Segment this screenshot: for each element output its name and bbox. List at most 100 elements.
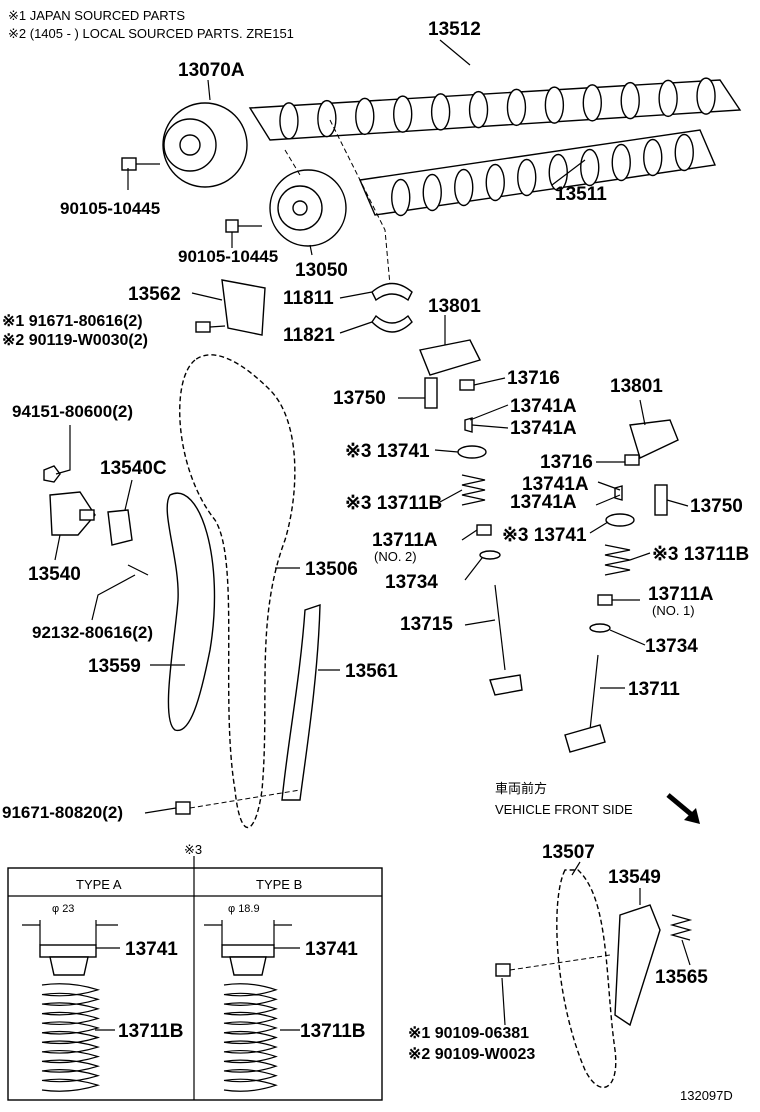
valve-spring-13711B-a [461,474,486,506]
cam-lobe [454,168,474,207]
cam-lobe [620,81,640,120]
cam-lobe [582,84,602,122]
label-13549: 13549 [608,867,661,888]
label-13716-b: 13716 [540,452,593,473]
cam-lobe [696,77,716,115]
type-b-spring [223,983,278,1092]
bearing-11811 [371,282,413,302]
camshaft-13512 [248,77,742,141]
label-11811: 11811 [283,288,334,309]
tensioner-spring-13565 [669,914,693,941]
cam-lobe [430,93,451,131]
label-13711A-b: 13711A [648,584,714,605]
camshaft-13511 [358,129,717,217]
label-13711A-b-sub: (NO. 1) [652,603,695,618]
label-13750-b: 13750 [690,496,743,517]
valve-keepers-a [464,417,473,433]
lash-adjuster-13750-b [654,484,668,516]
bolt-90105-a [121,157,160,171]
intake-valve-13711 [564,654,606,753]
chain-vibration-damper-13561 [281,604,321,801]
cam-lobe [422,173,442,212]
label-13801-b: 13801 [610,376,663,397]
label-91671-80616: ※1 91671-80616(2) [2,313,143,330]
valve-cap-13716-b [624,454,640,466]
rocker-arm-13801-b [629,419,679,459]
chain-tensioner-slipper-13559 [166,492,216,732]
label-13711A-a: 13711A [372,530,438,551]
label-13741A-2: 13741A [510,418,577,439]
cam-lobe [544,86,565,124]
lash-adjuster-13750-a [424,377,438,409]
cam-lobe [355,97,375,136]
label-type-a: TYPE A [76,877,122,892]
cam-lobe [611,143,631,182]
chain-tensioner-plate-13549 [614,904,661,1027]
label-90105-a: 90105-10445 [60,199,160,218]
label-13734-b: 13734 [645,636,698,657]
type-a-spring [41,983,101,1092]
label-92132-80616: 92132-80616(2) [32,623,153,642]
cam-lobe [393,95,413,133]
label-13559: 13559 [88,656,141,677]
spring-seat-13711A-a [476,524,492,536]
bolt-90105-b [225,219,262,233]
timing-chain-13506 [179,354,296,828]
bolt-91671-80616 [195,321,226,333]
rocker-arm-13801-a [419,339,481,376]
front-direction-arrow [666,793,700,824]
label-13801-a: 13801 [428,296,481,317]
chain-guide-bracket-13562 [221,279,266,336]
label-13507: 13507 [542,842,595,863]
label-diagram-code: 132097D [680,1088,733,1103]
note-japan-sourced: ※1 JAPAN SOURCED PARTS [8,8,185,23]
label-13711B-a: ※3 13711B [345,493,442,514]
label-13711: 13711 [628,679,680,700]
label-dim-a: φ 23 [52,903,74,915]
exhaust-valve-13715 [489,584,523,696]
spring-coil [223,983,278,1092]
vvt-sprocket-13070A [162,102,248,188]
valve-spring-13711B-b [604,544,631,576]
label-13562: 13562 [128,284,181,305]
label-type-b: TYPE B [256,877,302,892]
label-dim-b: φ 18.9 [228,903,260,915]
cam-lobe [674,133,694,172]
label-13561: 13561 [345,661,398,682]
valve-seal-13734-a [479,550,501,560]
spring-retainer-13741-b [605,513,635,527]
cam-lobe [658,79,678,118]
label-13734-a: 13734 [385,572,438,593]
label-13711B-b: ※3 13711B [652,544,749,565]
label-13741A-1: 13741A [510,396,577,417]
label-inset-b-13741: 13741 [305,939,358,960]
label-90109-W0023: ※2 90109-W0023 [408,1046,535,1063]
label-13506: 13506 [305,559,358,580]
label-13741A-4: 13741A [510,492,577,513]
sprocket-13050 [269,169,347,247]
label-90105-b: 90105-10445 [178,247,278,266]
cam-lobe [279,102,299,140]
note-local-sourced: ※2 (1405 - ) LOCAL SOURCED PARTS. ZRE151 [8,26,294,41]
label-13565: 13565 [655,967,708,988]
chain-tensioner-13540 [49,491,96,536]
cam-lobe [317,99,337,138]
label-13070A: 13070A [178,60,245,81]
cam-lobe [517,158,537,197]
label-13716-a: 13716 [507,368,560,389]
label-90109-06381: ※1 90109-06381 [408,1025,529,1042]
spring-seat-13711A-b [597,594,613,606]
label-inset-b-13711B: 13711B [300,1021,366,1042]
oil-pump-chain-13507 [556,869,617,1089]
label-front-jp: 車両前方 [495,781,547,796]
nut-94151 [43,465,61,483]
label-13540C: 13540C [100,458,167,479]
cam-lobe [548,153,568,192]
label-13715: 13715 [400,614,453,635]
label-inset-mark: ※3 [184,842,202,857]
valve-seal-13734-b [589,623,611,633]
cam-lobe [468,90,489,129]
label-13711A-a-sub: (NO. 2) [374,549,417,564]
label-13750-a: 13750 [333,388,386,409]
